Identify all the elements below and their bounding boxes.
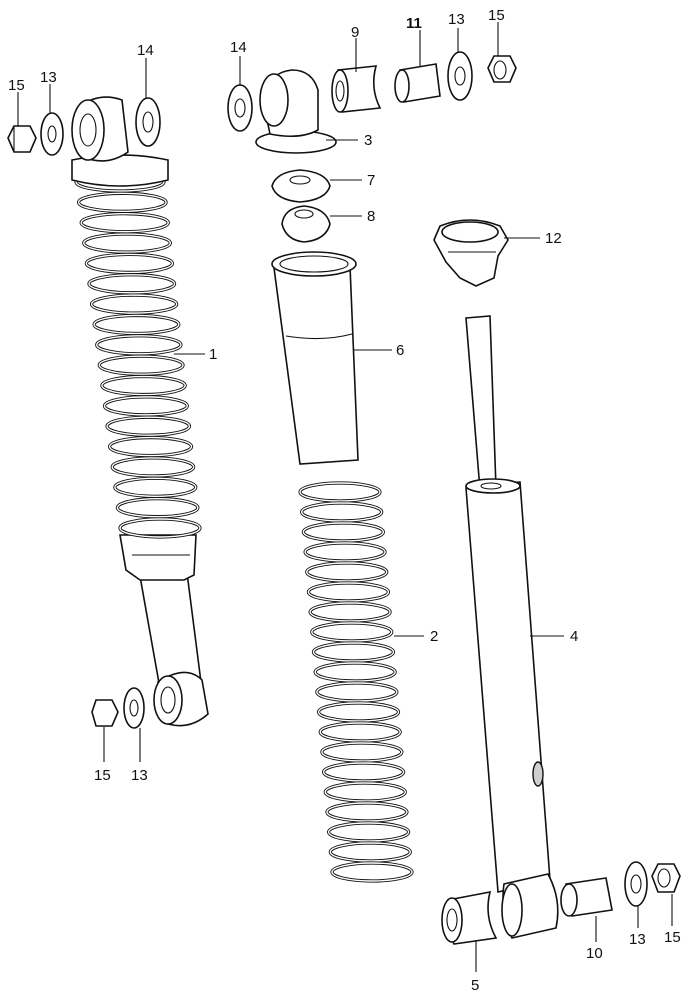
stopper-rubber-7	[271, 169, 331, 203]
callout-4: 4	[570, 628, 578, 645]
spring-seat-12	[433, 219, 509, 287]
callout-6: 6	[396, 342, 404, 359]
spring-coil-highlight	[77, 192, 167, 213]
callout-13-bottom-left: 13	[131, 767, 148, 784]
spring-coil-highlight	[317, 702, 400, 722]
callout-15-bottom-right: 15	[664, 929, 681, 946]
spring-coil-highlight	[93, 314, 180, 335]
spring-coil-highlight	[101, 375, 186, 396]
spring-coil-highlight	[306, 562, 388, 582]
spring-coil-highlight	[116, 497, 199, 518]
bushing-5	[441, 890, 498, 945]
spring-coil-highlight	[316, 682, 398, 702]
callout-9: 9	[351, 24, 359, 41]
spring-coil-highlight	[331, 862, 413, 882]
spring-coil-highlight	[83, 233, 172, 253]
callout-3: 3	[364, 132, 372, 149]
bushing-9	[331, 65, 382, 113]
spring-coil-highlight	[314, 662, 396, 682]
spring-coil-highlight	[302, 522, 385, 542]
shock-spring-coils	[74, 171, 202, 539]
spring-coil-highlight	[329, 842, 412, 862]
nut-15-bottom-left	[91, 699, 119, 727]
spring-coil-highlight	[85, 253, 174, 274]
spring-coil-highlight	[90, 294, 178, 314]
callout-13-top-left: 13	[40, 69, 57, 86]
callout-13-bottom-right: 13	[629, 931, 646, 948]
callout-12: 12	[545, 230, 562, 247]
callout-labels: 15 13 14 1 15 13 14 9 11 13 15 3 7 8 12 …	[8, 7, 681, 994]
callout-2: 2	[430, 628, 438, 645]
callout-14-center: 14	[230, 39, 247, 56]
spring-coil-highlight	[322, 762, 405, 782]
callout-15-top-right: 15	[488, 7, 505, 24]
washer-14-left	[135, 97, 161, 147]
callout-15-top-left: 15	[8, 77, 25, 94]
spring-coil-highlight	[114, 477, 197, 497]
dust-cover-6	[271, 251, 359, 465]
spring-coil-highlight	[321, 742, 403, 762]
spring-coil-highlight	[119, 518, 201, 538]
spring-coil-highlight	[309, 602, 391, 622]
shock-absorber-assembly	[71, 96, 209, 727]
callout-13-top-right: 13	[448, 11, 465, 28]
spring-coil-highlight	[96, 335, 182, 355]
spring-coil-highlight	[299, 482, 381, 502]
callout-14-left: 14	[137, 42, 154, 59]
spring-coil-highlight	[304, 542, 386, 562]
washer-13-bottom-right	[624, 861, 648, 907]
collar-10	[560, 877, 613, 917]
callout-7: 7	[367, 172, 375, 189]
nut-15-top-left	[7, 125, 37, 153]
washer-13-bottom-left	[123, 687, 145, 729]
callout-11: 11	[406, 15, 422, 32]
spring-coil-highlight	[98, 355, 184, 375]
spring-coil-highlight	[103, 396, 188, 416]
spring-coil-highlight	[111, 457, 195, 477]
spring-coil-highlight	[106, 416, 191, 436]
spring-coil-highlight	[300, 502, 383, 522]
collar-11	[394, 63, 441, 103]
callout-1: 1	[209, 346, 217, 363]
washer-13-top-left	[40, 112, 64, 156]
spring-coil-highlight	[319, 722, 401, 742]
nut-15-bottom-right	[651, 863, 681, 893]
spring-coil-highlight	[312, 642, 395, 662]
spring-coil-highlight	[311, 622, 393, 642]
spring-coil-highlight	[327, 822, 410, 842]
callout-5: 5	[471, 977, 479, 994]
callout-8: 8	[367, 208, 375, 225]
upper-eye-mount	[71, 96, 129, 162]
spring-2-coils	[298, 481, 414, 883]
callout-10: 10	[586, 945, 603, 962]
spring-coil-highlight	[307, 582, 390, 602]
nut-15-top-right	[487, 55, 517, 83]
damper-4	[465, 315, 559, 939]
spring-coil-highlight	[88, 274, 176, 294]
lower-eye-mount	[153, 671, 209, 727]
spring-coil-highlight	[80, 213, 169, 233]
spring-coil-highlight	[326, 802, 408, 822]
washer-13-top-right	[447, 51, 473, 101]
washer-14-center	[227, 84, 253, 132]
spring-coil-highlight	[324, 782, 406, 802]
stopper-rubber-8	[281, 205, 331, 243]
leader-lines	[17, 22, 673, 972]
upper-joint-3	[255, 69, 337, 154]
spring-coil-highlight	[108, 436, 193, 457]
callout-15-bottom-left: 15	[94, 767, 111, 784]
